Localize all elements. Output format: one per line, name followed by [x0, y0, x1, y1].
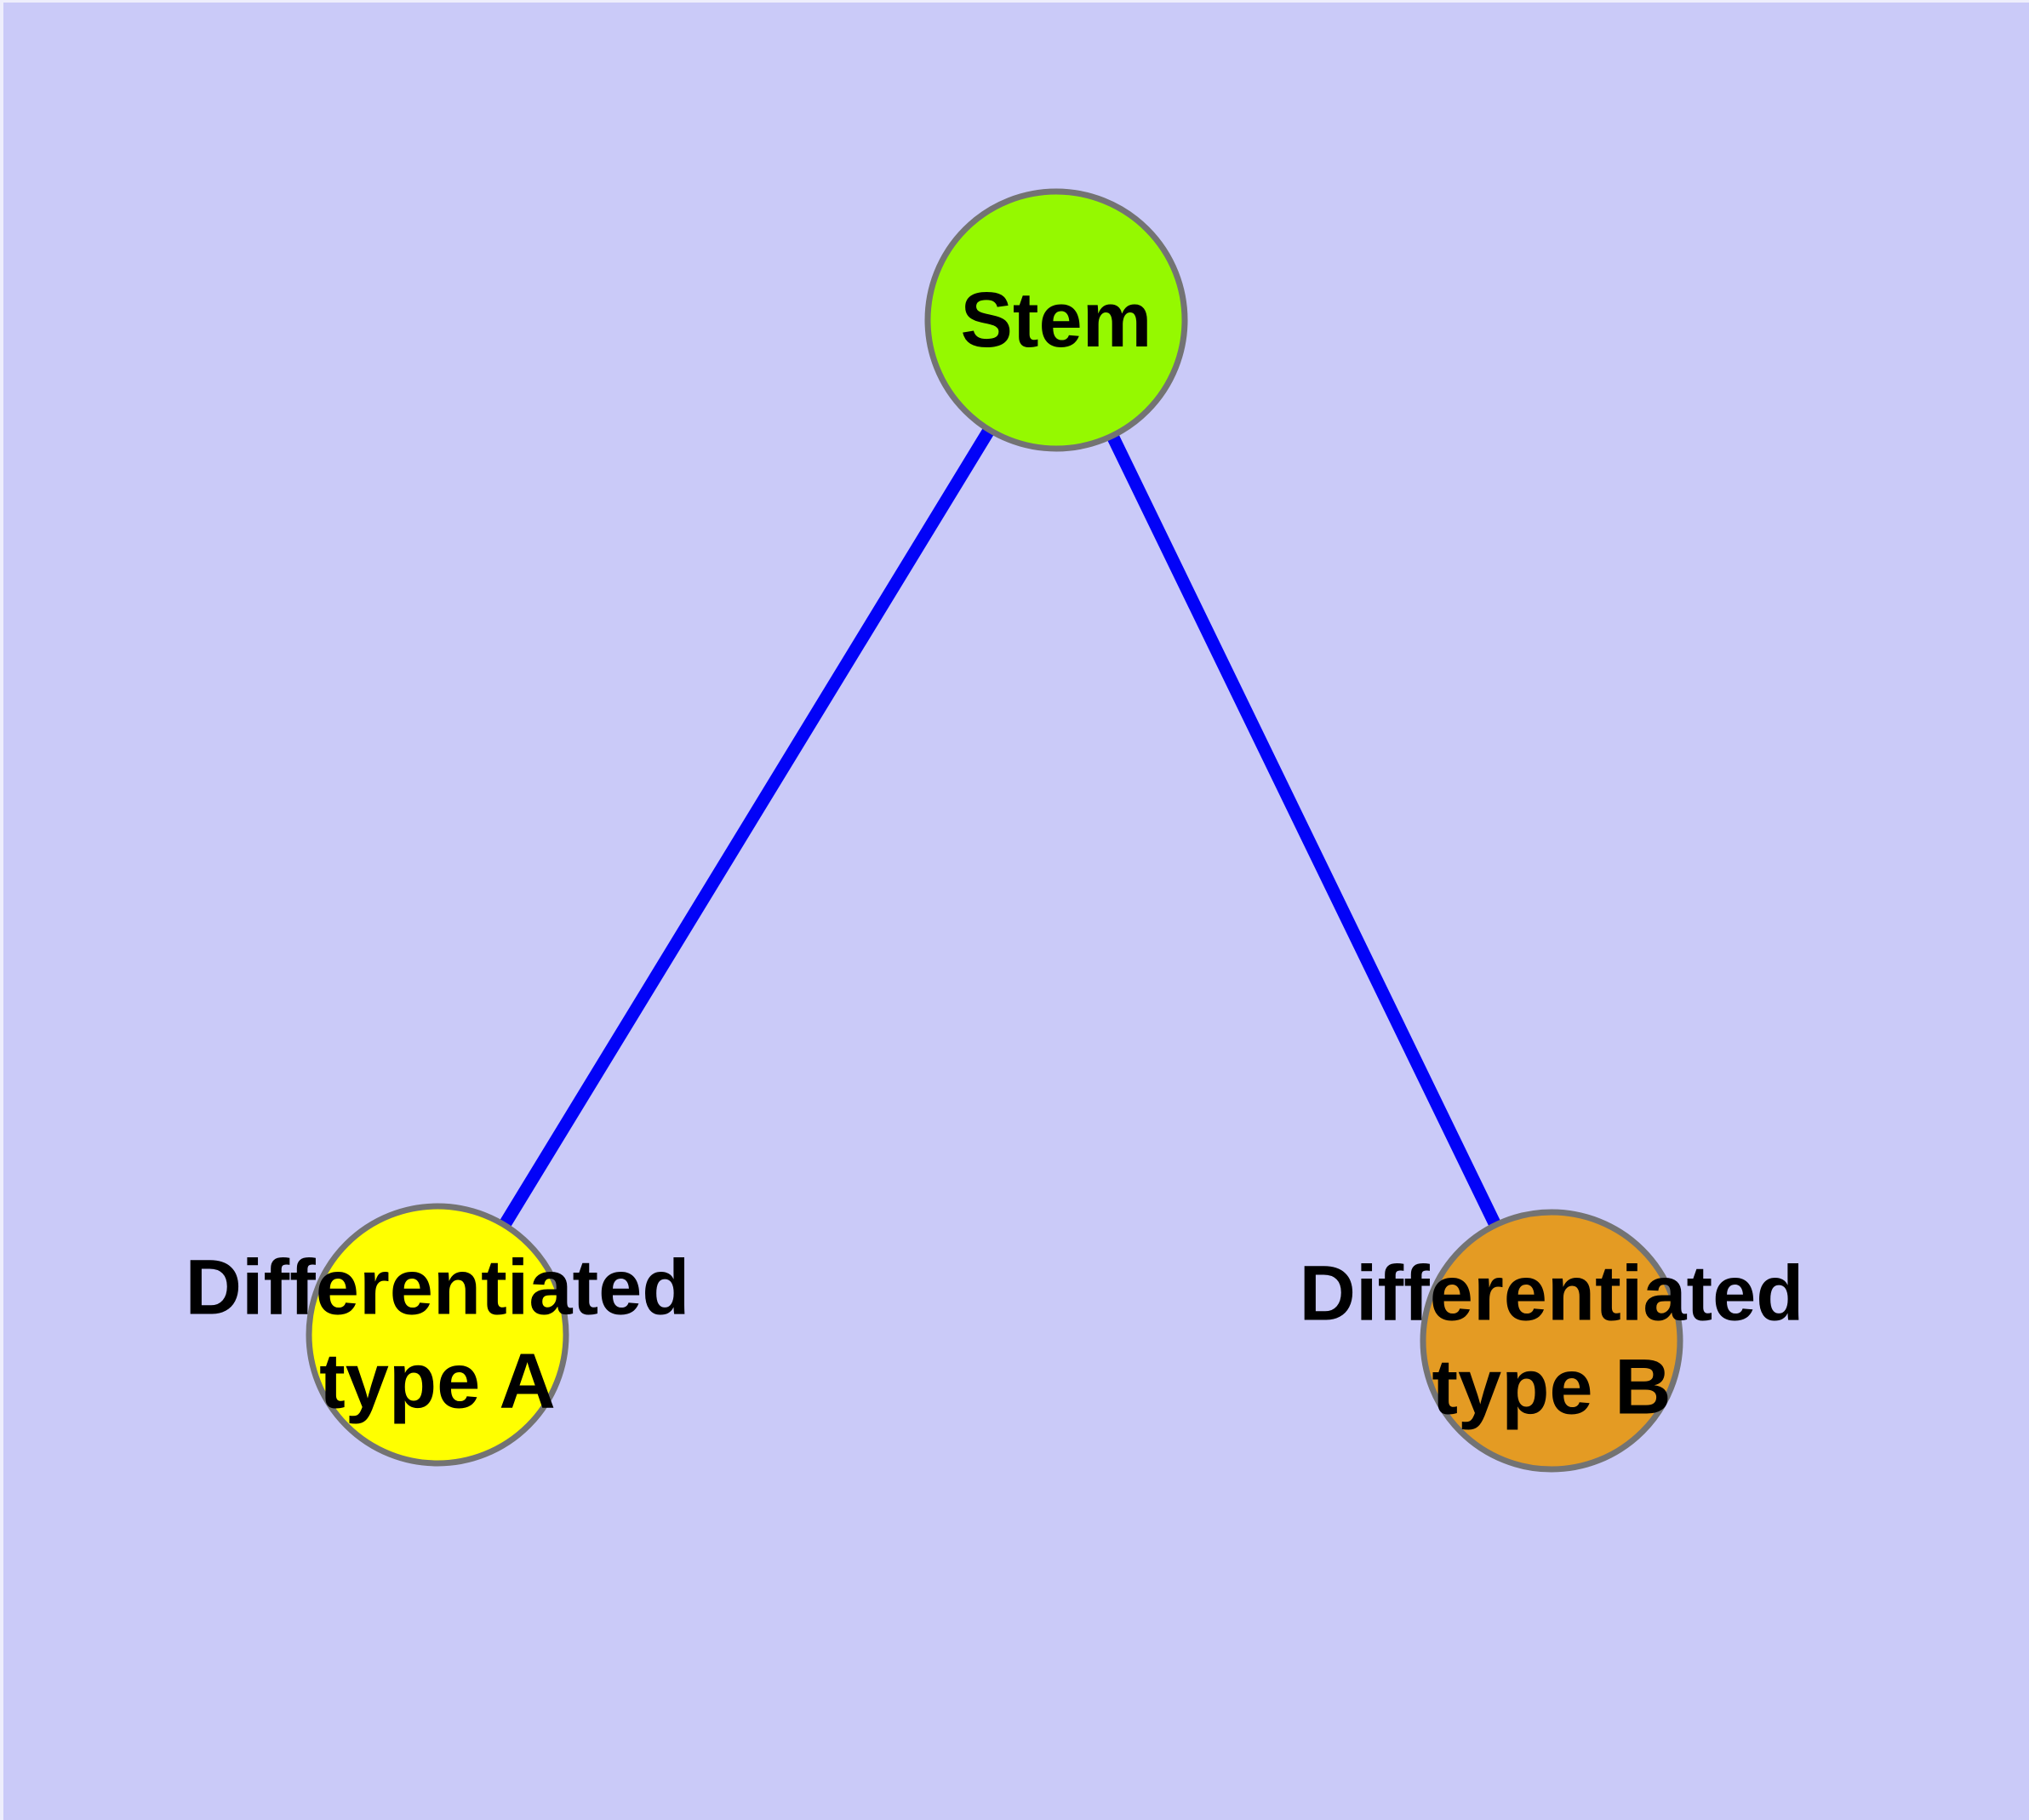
edge-stem-to-typeB	[1050, 317, 1557, 1344]
node-circle-typeA[interactable]	[306, 1203, 569, 1467]
node-label-typeA-line1: Differentiated	[185, 1244, 690, 1331]
node-label-typeA-line2: type A	[319, 1338, 556, 1425]
node-label-stem: Stem	[961, 273, 1152, 367]
node-label-typeB-line2: type B	[1432, 1344, 1672, 1431]
edge-stem-to-typeA	[432, 317, 1062, 1338]
node-label-typeB: Differentiated type B	[1300, 1247, 1804, 1435]
node-label-typeB-line1: Differentiated	[1299, 1250, 1804, 1337]
graph-svg	[306, 188, 1683, 1473]
node-label-typeA: Differentiated type A	[186, 1241, 690, 1429]
node-circle-typeB[interactable]	[1420, 1209, 1683, 1473]
node-label-stem-line1: Stem	[960, 276, 1152, 363]
node-circle-stem[interactable]	[924, 188, 1188, 452]
